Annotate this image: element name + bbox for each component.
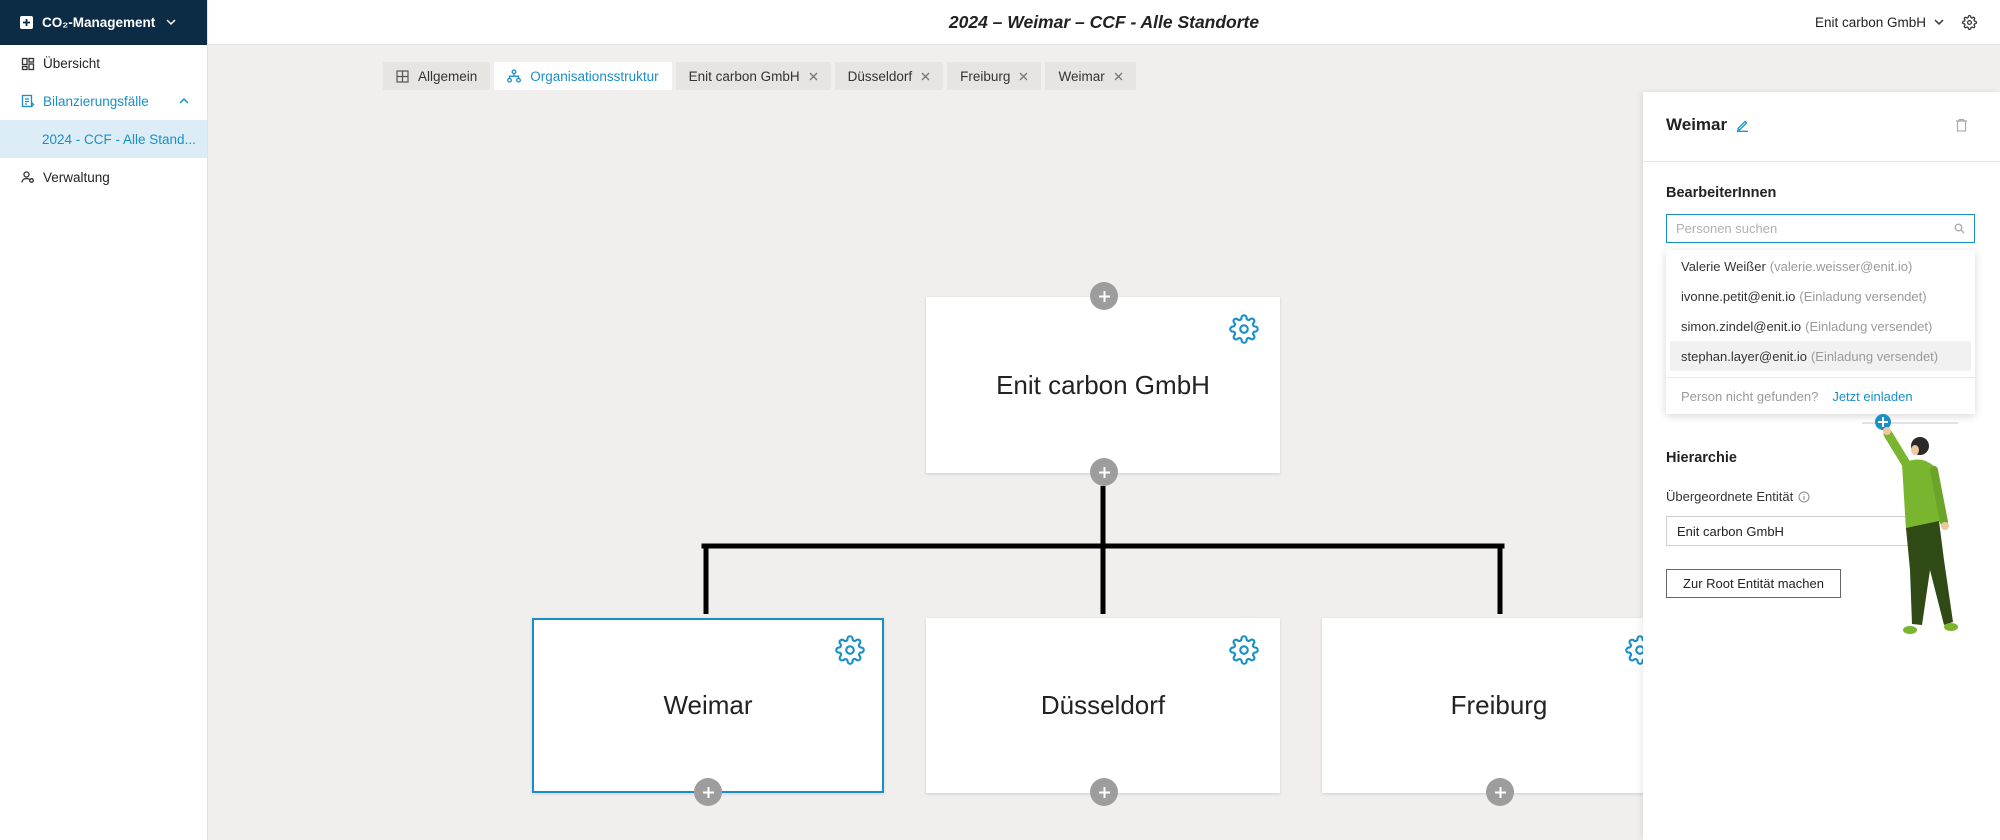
suggestion-name: simon.zindel@enit.io bbox=[1681, 318, 1802, 334]
make-root-button[interactable]: Zur Root Entität machen bbox=[1666, 569, 1841, 598]
suggestion-detail: (Einladung versendet) bbox=[1799, 288, 1927, 304]
settings-gear-icon[interactable] bbox=[1962, 15, 1977, 30]
tab-allgemein[interactable]: Allgemein bbox=[383, 62, 491, 90]
illustration-arm bbox=[1930, 466, 1948, 526]
admin-users-icon bbox=[21, 170, 35, 184]
entity-detail-panel: Weimar BearbeiterInnen Valerie Weißer (v… bbox=[1643, 92, 2000, 840]
org-connectors bbox=[701, 486, 1505, 614]
add-child-plus-button[interactable] bbox=[1090, 778, 1118, 806]
tab-label: Düsseldorf bbox=[847, 68, 913, 84]
dropdown-divider bbox=[1666, 377, 1975, 378]
add-child-plus-button[interactable] bbox=[1486, 778, 1514, 806]
sidebar-item-verwaltung[interactable]: Verwaltung bbox=[0, 158, 207, 196]
illustration-shoe bbox=[1944, 623, 1958, 631]
tab-bar: Allgemein Organisationsstruktur Enit car… bbox=[383, 62, 1136, 90]
tab-enit-carbon[interactable]: Enit carbon GmbH bbox=[675, 62, 831, 90]
suggestion-item-highlighted[interactable]: stephan.layer@enit.io (Einladung versend… bbox=[1670, 341, 1971, 371]
close-icon[interactable] bbox=[809, 72, 818, 81]
close-icon[interactable] bbox=[1114, 72, 1123, 81]
page-title: 2024 – Weimar – CCF - Alle Standorte bbox=[948, 12, 1260, 32]
chevron-down-icon bbox=[166, 19, 176, 26]
organization-selector[interactable]: Enit carbon GmbH bbox=[1815, 0, 1944, 45]
parent-entity-label: Übergeordnete Entität bbox=[1666, 489, 1810, 504]
tab-label: Allgemein bbox=[418, 68, 478, 84]
add-child-plus-button[interactable] bbox=[694, 778, 722, 806]
tab-label: Enit carbon GmbH bbox=[688, 68, 800, 84]
info-icon[interactable] bbox=[1798, 491, 1810, 503]
sidebar: CO₂-Management Übersicht Bilanzierungsfä… bbox=[0, 0, 208, 840]
dropdown-footer: Person nicht gefunden? Jetzt einladen bbox=[1666, 381, 1975, 411]
person-illustration bbox=[1862, 414, 1958, 634]
sidebar-item-bilanzierungsfaelle[interactable]: Bilanzierungsfälle bbox=[0, 82, 207, 120]
delete-trash-icon[interactable] bbox=[1955, 118, 1968, 132]
suggestion-name: stephan.layer@enit.io bbox=[1681, 348, 1807, 364]
edit-pencil-icon[interactable] bbox=[1736, 119, 1749, 132]
org-node-freiburg[interactable]: Freiburg bbox=[1322, 618, 1676, 793]
search-icon bbox=[1954, 223, 1965, 234]
module-label: CO₂-Management bbox=[42, 15, 156, 30]
tab-weimar[interactable]: Weimar bbox=[1045, 62, 1136, 90]
sidebar-item-label: Übersicht bbox=[43, 56, 101, 71]
sidebar-item-uebersicht[interactable]: Übersicht bbox=[0, 45, 207, 82]
module-switcher[interactable]: CO₂-Management bbox=[0, 0, 207, 45]
person-search-input[interactable] bbox=[1667, 215, 1974, 242]
entity-name-title: Weimar bbox=[1666, 115, 1728, 134]
org-node-weimar[interactable]: Weimar bbox=[532, 618, 884, 793]
chevron-up-icon[interactable] bbox=[179, 97, 189, 104]
person-search-field bbox=[1666, 214, 1975, 243]
dashboard-icon bbox=[21, 57, 35, 71]
suggestion-detail: (valerie.weisser@enit.io) bbox=[1769, 258, 1913, 274]
suggestion-item[interactable]: simon.zindel@enit.io (Einladung versende… bbox=[1670, 311, 1971, 341]
illustration-shoe bbox=[1903, 626, 1917, 634]
node-settings-gear-icon[interactable] bbox=[835, 635, 865, 665]
org-node-label: Freiburg bbox=[1450, 690, 1548, 720]
organization-name: Enit carbon GmbH bbox=[1815, 15, 1927, 30]
tab-label: Freiburg bbox=[960, 68, 1011, 84]
sidebar-item-label: Verwaltung bbox=[43, 169, 110, 185]
tab-freiburg[interactable]: Freiburg bbox=[947, 62, 1042, 90]
person-suggestions-dropdown: Valerie Weißer (valerie.weisser@enit.io)… bbox=[1666, 250, 1975, 414]
suggestion-detail: (Einladung versendet) bbox=[1805, 318, 1933, 334]
panel-header: Weimar bbox=[1666, 114, 1749, 136]
tab-organisationsstruktur[interactable]: Organisationsstruktur bbox=[494, 62, 672, 90]
illustration-torso bbox=[1902, 459, 1940, 530]
invite-link[interactable]: Jetzt einladen bbox=[1832, 388, 1913, 404]
tab-duesseldorf[interactable]: Düsseldorf bbox=[834, 62, 944, 90]
org-node-duesseldorf[interactable]: Düsseldorf bbox=[926, 618, 1280, 793]
parent-entity-label-text: Übergeordnete Entität bbox=[1666, 489, 1794, 504]
org-node-label: Enit carbon GmbH bbox=[996, 369, 1210, 400]
editors-heading: BearbeiterInnen bbox=[1666, 185, 1777, 201]
close-icon[interactable] bbox=[1019, 72, 1028, 81]
add-child-plus-button[interactable] bbox=[1090, 458, 1118, 486]
node-settings-gear-icon[interactable] bbox=[1229, 314, 1259, 344]
illustration-legs bbox=[1906, 521, 1953, 625]
node-settings-gear-icon[interactable] bbox=[1229, 635, 1259, 665]
parent-entity-select[interactable]: Enit carbon GmbH bbox=[1666, 516, 1936, 546]
sidebar-subitem-current-case[interactable]: 2024 - CCF - Alle Stand... bbox=[0, 120, 207, 158]
org-structure-icon bbox=[507, 69, 522, 83]
add-parent-plus-button[interactable] bbox=[1090, 282, 1118, 310]
close-icon[interactable] bbox=[921, 72, 930, 81]
org-node-label: Düsseldorf bbox=[1040, 690, 1166, 720]
top-bar: 2024 – Weimar – CCF - Alle Standorte Eni… bbox=[208, 0, 2000, 45]
tab-label: Weimar bbox=[1058, 68, 1105, 84]
not-found-text: Person nicht gefunden? bbox=[1681, 388, 1819, 404]
hierarchy-heading: Hierarchie bbox=[1666, 450, 1737, 466]
grid-icon bbox=[396, 69, 409, 83]
suggestion-item[interactable]: ivonne.petit@enit.io (Einladung versende… bbox=[1670, 281, 1971, 311]
suggestion-name: ivonne.petit@enit.io bbox=[1681, 288, 1796, 304]
suggestion-item[interactable]: Valerie Weißer (valerie.weisser@enit.io) bbox=[1670, 251, 1971, 281]
tab-label: Organisationsstruktur bbox=[530, 68, 659, 84]
org-node-root[interactable]: Enit carbon GmbH bbox=[926, 297, 1280, 473]
balance-document-icon bbox=[21, 94, 35, 108]
org-node-label: Weimar bbox=[663, 690, 753, 720]
chevron-down-icon bbox=[1934, 19, 1944, 26]
panel-header-divider bbox=[1643, 161, 2000, 162]
suggestion-detail: (Einladung versendet) bbox=[1810, 348, 1939, 364]
suggestion-name: Valerie Weißer bbox=[1681, 258, 1766, 274]
sidebar-item-label: Bilanzierungsfälle bbox=[43, 93, 149, 109]
plus-square-icon bbox=[20, 16, 33, 29]
